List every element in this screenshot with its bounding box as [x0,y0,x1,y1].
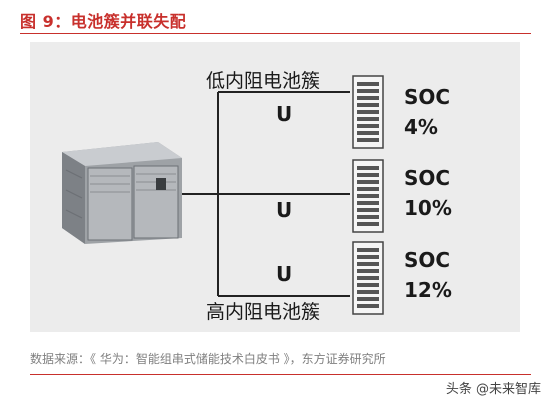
soc-group-1: SOC 4% [404,82,450,142]
low-resistance-label: 低内阻电池簇 [206,70,321,92]
battery-rack-icon-3 [352,241,384,315]
title-divider [20,33,531,34]
soc-group-2: SOC 10% [404,163,452,223]
converter-cabinet-image [62,142,182,244]
footer-divider [30,374,531,375]
bus-wiring [182,91,350,297]
watermark: 头条 @未来智库 [446,378,541,397]
voltage-label-3: U [276,262,293,286]
high-resistance-label: 高内阻电池簇 [206,301,321,323]
voltage-label-1: U [276,102,293,126]
voltage-label-2: U [276,198,293,222]
soc-label: SOC [404,166,451,190]
battery-rack-icon-2 [352,159,384,233]
watermark-text: 头条 @未来智库 [445,382,541,397]
soc-label: SOC [404,248,451,272]
source-note: 数据来源：《 华为：智能组串式储能技术白皮书 》，东方证券研究所 [30,352,386,366]
soc-label: SOC [404,85,451,109]
soc-value: 4% [404,115,438,139]
soc-value: 10% [404,196,452,220]
soc-value: 12% [404,278,452,302]
figure-title: 图 9：电池簇并联失配 [20,12,187,31]
soc-group-3: SOC 12% [404,245,452,305]
battery-rack-icon-1 [352,75,384,149]
